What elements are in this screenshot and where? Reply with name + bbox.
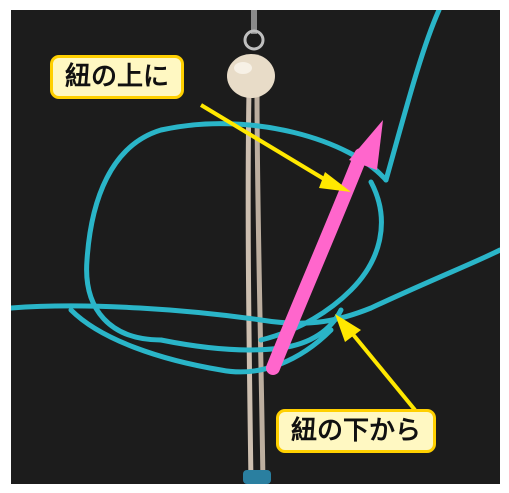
pink-arrow-shaft	[266, 148, 368, 375]
label-over: 紐の上に	[50, 55, 185, 99]
core-cord-right	[254, 89, 266, 484]
pointer-under-line	[349, 330, 417, 412]
hanger-ring	[243, 29, 265, 51]
hanger-rod	[251, 10, 257, 34]
bottom-bead	[243, 470, 271, 484]
core-cord-left	[245, 89, 254, 484]
knot-illustration	[11, 10, 500, 484]
pink-arrow-head	[349, 120, 383, 170]
blue-cord-upper-loop	[84, 121, 389, 343]
pointer-over-line	[199, 103, 331, 184]
blue-cord-bottom-curve	[68, 307, 334, 375]
pointer-over-head	[319, 172, 351, 192]
bead	[227, 54, 275, 98]
blue-cord-top-right	[383, 10, 442, 183]
label-under: 紐の下から	[276, 409, 437, 453]
blue-cord-left-strand	[11, 247, 500, 326]
pointer-under-head	[335, 314, 361, 342]
photo	[11, 10, 500, 484]
bead-highlight	[234, 62, 252, 74]
